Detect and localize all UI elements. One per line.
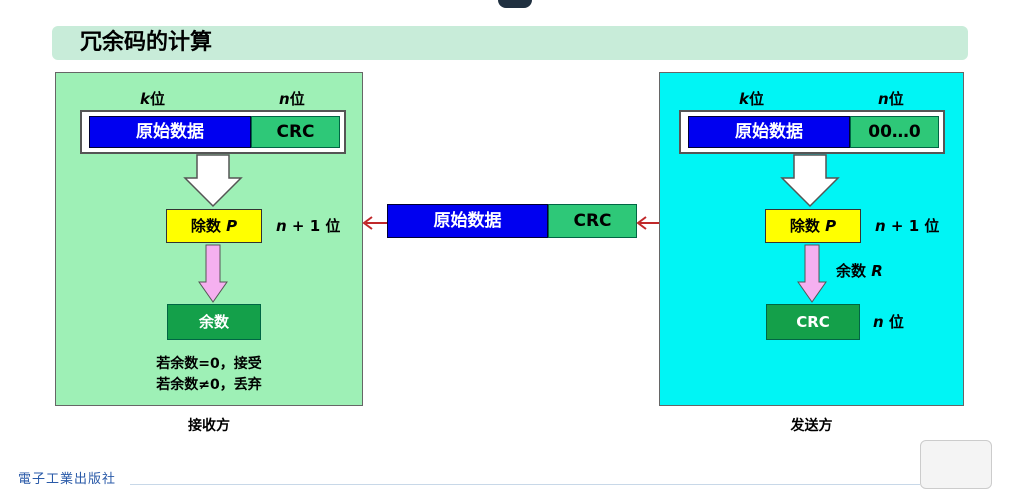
receiver-n1-var: n xyxy=(276,217,287,235)
sender-n1-var: n xyxy=(875,217,886,235)
sender-n-plus-one: n + 1 位 xyxy=(875,217,939,235)
sender-remainder-text: 余数 xyxy=(836,262,872,280)
receiver-rule-reject: 若余数≠0，丢弃 xyxy=(156,377,262,393)
left-red-arrow xyxy=(362,216,388,230)
receiver-k-unit: 位 xyxy=(149,90,165,108)
sender-n1-text: + 1 位 xyxy=(885,217,940,235)
page-title: 冗余码的计算 xyxy=(52,26,968,60)
sender-zeros-box: 00…0 xyxy=(850,116,939,148)
sender-crc-n-var: n xyxy=(873,313,884,331)
receiver-divisor-box: 除数 P xyxy=(166,209,262,243)
sender-n-label: n位 xyxy=(878,90,904,108)
sender-n-var: n xyxy=(878,90,889,108)
publisher-logo: 電子工業出版社 xyxy=(18,472,117,487)
sender-down-arrow xyxy=(780,154,840,208)
sender-divisor-box: 除数 P xyxy=(765,209,861,243)
receiver-n1-text: + 1 位 xyxy=(286,217,341,235)
sender-divisor-text: 除数 xyxy=(789,217,826,235)
receiver-k-var: k xyxy=(140,90,150,108)
sender-caption: 发送方 xyxy=(790,418,833,434)
sender-pink-arrow-shape xyxy=(797,244,827,303)
receiver-n-plus-one: n + 1 位 xyxy=(276,217,340,235)
sender-down-arrow-shape xyxy=(780,154,840,208)
receiver-caption: 接收方 xyxy=(188,418,230,434)
receiver-crc-box: CRC xyxy=(251,116,340,148)
receiver-pink-arrow xyxy=(198,244,228,303)
sender-k-label: k位 xyxy=(739,90,764,108)
receiver-divisor-text: 除数 xyxy=(190,217,227,235)
receiver-n-label: n位 xyxy=(279,90,305,108)
receiver-remainder-box: 余数 xyxy=(167,304,261,340)
sender-crc-bits: n 位 xyxy=(873,313,904,331)
sender-k-unit: 位 xyxy=(748,90,764,108)
receiver-n-var: n xyxy=(279,90,290,108)
receiver-divisor-var: P xyxy=(226,217,238,235)
sender-remainder-var: R xyxy=(871,262,883,280)
receiver-data-box: 原始数据 xyxy=(89,116,251,148)
receiver-k-label: k位 xyxy=(140,90,165,108)
sender-crc-box: CRC xyxy=(766,304,860,340)
top-edge-shape xyxy=(498,0,532,8)
sender-n-unit: 位 xyxy=(888,90,904,108)
sender-crc-n-unit: 位 xyxy=(883,313,904,331)
left-red-arrow-head xyxy=(362,216,373,230)
footer-divider xyxy=(130,484,920,485)
receiver-n-unit: 位 xyxy=(289,90,305,108)
transmission-crc-box: CRC xyxy=(548,204,637,238)
right-red-arrow-head xyxy=(636,216,647,230)
corner-widget-button[interactable] xyxy=(920,440,992,489)
receiver-rule-accept: 若余数=0，接受 xyxy=(156,356,262,372)
right-red-arrow xyxy=(636,216,660,230)
receiver-pink-arrow-shape xyxy=(198,244,228,303)
receiver-down-arrow xyxy=(183,154,243,208)
transmission-data-box: 原始数据 xyxy=(387,204,548,238)
sender-data-box: 原始数据 xyxy=(688,116,850,148)
sender-pink-arrow xyxy=(797,244,827,303)
sender-remainder-label: 余数 R xyxy=(836,262,883,280)
sender-k-var: k xyxy=(739,90,749,108)
sender-divisor-var: P xyxy=(825,217,837,235)
receiver-down-arrow-shape xyxy=(183,154,243,208)
